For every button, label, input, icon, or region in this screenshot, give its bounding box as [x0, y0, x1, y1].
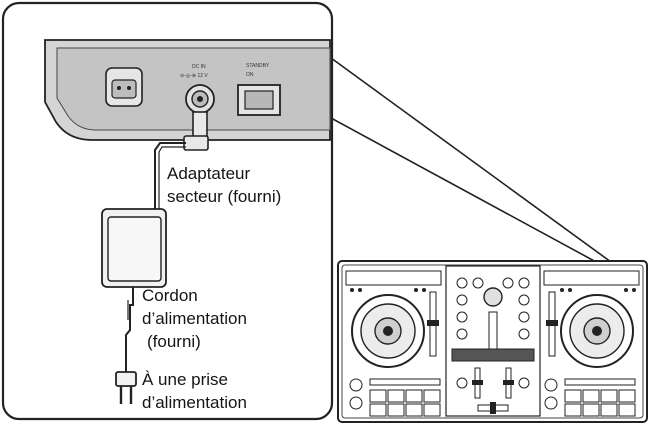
zoom-connector-top: [330, 57, 612, 263]
standby-label: STANDBY: [246, 63, 270, 69]
dc-plug: [183, 111, 209, 151]
mixer-section: [445, 265, 541, 417]
dc-in-label: DC IN: [192, 64, 206, 70]
on-label: ON: [246, 72, 254, 78]
security-slot-icon: [105, 67, 143, 107]
zoom-connector-bottom: [330, 117, 599, 264]
power-switch: [237, 84, 281, 116]
ac-adapter: [101, 208, 167, 288]
left-jog-wheel: [351, 294, 425, 368]
dc-cable: [154, 142, 186, 210]
adapter-label-line1: Adaptateur: [167, 164, 251, 183]
right-jog-wheel: [560, 294, 634, 368]
dc-in-jack: [185, 84, 215, 114]
cord-label-line3: (fourni): [147, 332, 201, 351]
device-rear-panel: DC IN ⊖-◎-⊕ 12 V STANDBY ON: [44, 39, 331, 151]
power-cord: [125, 287, 134, 372]
cord-label-line1: Cordon: [142, 286, 198, 305]
dj-controller: [337, 260, 648, 423]
cord-label-line2: d’alimentation: [142, 309, 247, 328]
dc-volt-label: ⊖-◎-⊕ 12 V: [180, 73, 208, 79]
outlet-label-line1: À une prise: [142, 370, 228, 389]
outlet-label-line2: d’alimentation: [142, 393, 247, 412]
adapter-label-line2: secteur (fourni): [167, 187, 282, 206]
wall-plug-icon: [115, 371, 137, 404]
